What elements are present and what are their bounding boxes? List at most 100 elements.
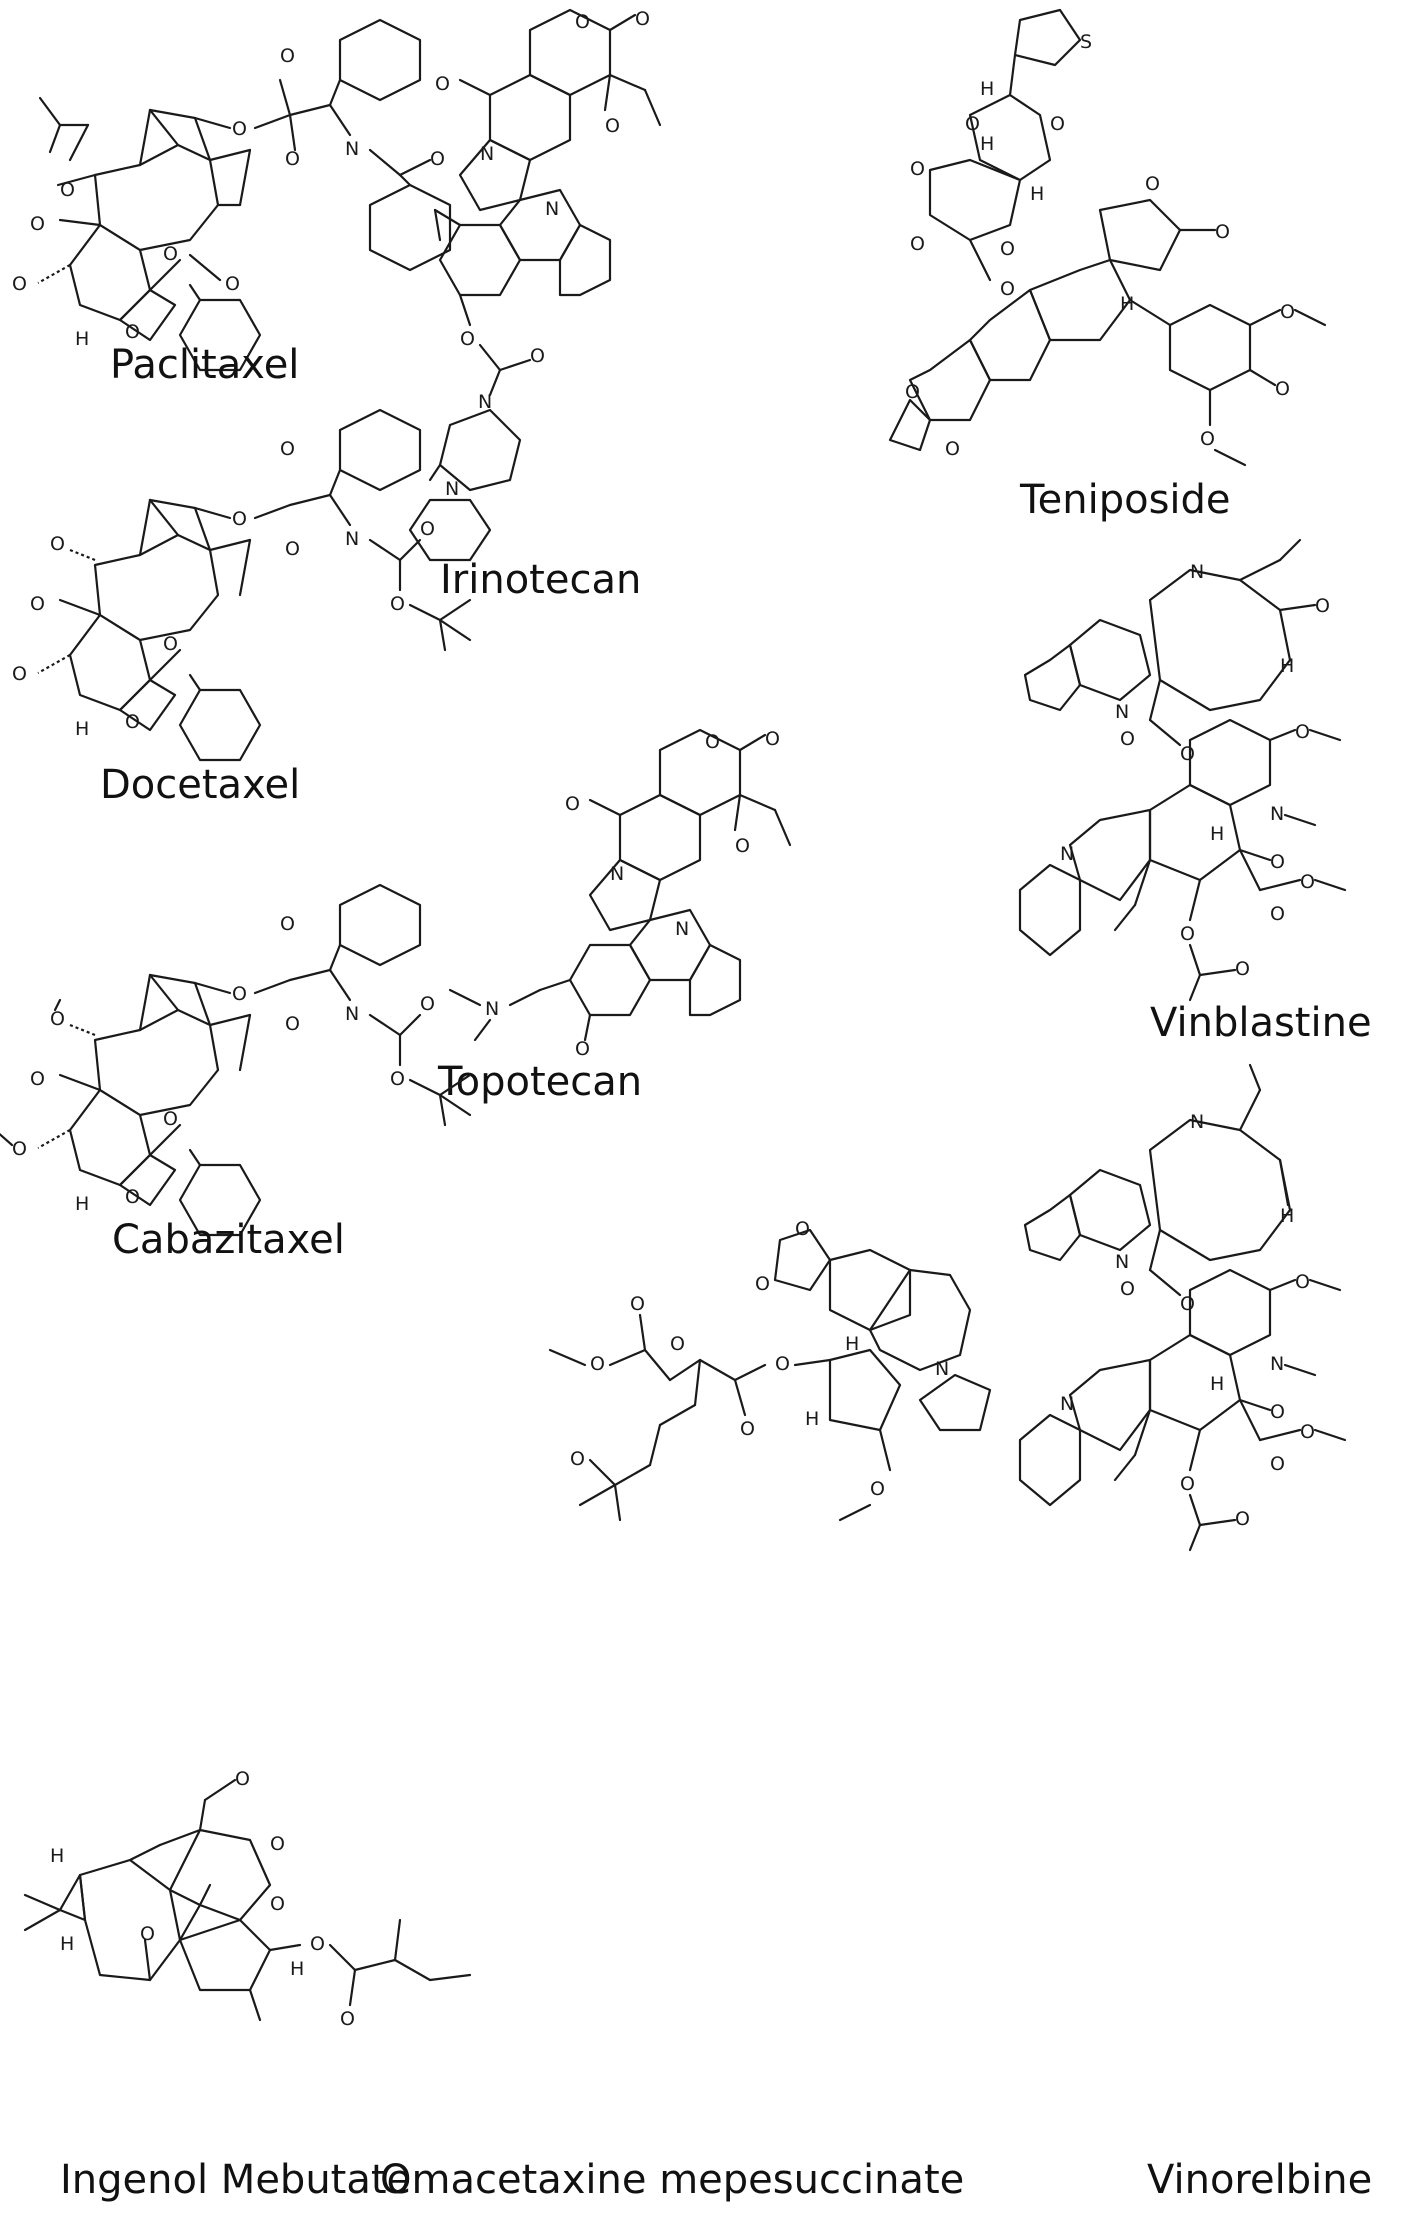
svg-text:O: O xyxy=(285,538,300,560)
svg-text:O: O xyxy=(1235,958,1250,980)
svg-text:O: O xyxy=(635,8,650,30)
svg-text:O: O xyxy=(1215,221,1230,243)
svg-text:O: O xyxy=(1295,1271,1310,1293)
svg-text:H: H xyxy=(805,1408,819,1430)
svg-text:O: O xyxy=(765,728,780,750)
compound-label-vinorelbine: Vinorelbine xyxy=(1147,2157,1373,2203)
svg-text:N: N xyxy=(675,918,689,940)
svg-text:O: O xyxy=(740,1418,755,1440)
svg-text:O: O xyxy=(270,1893,285,1915)
svg-text:H: H xyxy=(75,718,89,740)
svg-text:O: O xyxy=(340,2008,355,2030)
svg-text:O: O xyxy=(910,233,925,255)
svg-text:O: O xyxy=(235,1768,250,1790)
svg-text:N: N xyxy=(478,391,492,413)
svg-text:N: N xyxy=(345,138,359,160)
svg-text:O: O xyxy=(1270,1401,1285,1423)
svg-text:N: N xyxy=(1270,1353,1284,1375)
svg-text:N: N xyxy=(935,1358,949,1380)
svg-text:O: O xyxy=(1300,1421,1315,1443)
svg-text:O: O xyxy=(390,593,405,615)
svg-text:O: O xyxy=(905,381,920,403)
svg-text:H: H xyxy=(60,1933,74,1955)
svg-text:O: O xyxy=(575,11,590,33)
svg-text:O: O xyxy=(163,243,178,265)
svg-text:O: O xyxy=(460,328,475,350)
svg-text:O: O xyxy=(1120,1278,1135,1300)
svg-text:O: O xyxy=(310,1933,325,1955)
svg-text:O: O xyxy=(232,508,247,530)
svg-text:O: O xyxy=(945,438,960,460)
svg-text:O: O xyxy=(1270,1453,1285,1475)
compound-label-omacetaxine-mepesuccinate: Omacetaxine mepesuccinate xyxy=(380,2157,965,2203)
svg-text:H: H xyxy=(1280,1205,1294,1227)
svg-text:O: O xyxy=(280,45,295,67)
teniposide-structure: S H O O O O H H O O O O xyxy=(888,0,1410,470)
svg-text:H: H xyxy=(1210,823,1224,845)
svg-text:N: N xyxy=(480,143,494,165)
svg-text:N: N xyxy=(345,528,359,550)
svg-text:H: H xyxy=(290,1958,304,1980)
svg-text:O: O xyxy=(755,1273,770,1295)
svg-text:N: N xyxy=(445,478,459,500)
svg-text:O: O xyxy=(1180,743,1195,765)
topotecan-structure: O O O O N N O N xyxy=(448,720,880,1060)
svg-text:O: O xyxy=(910,158,925,180)
svg-text:O: O xyxy=(280,913,295,935)
svg-text:O: O xyxy=(1000,278,1015,300)
svg-text:N: N xyxy=(545,198,559,220)
compound-label-vinblastine: Vinblastine xyxy=(1150,1000,1372,1046)
svg-text:N: N xyxy=(1115,1251,1129,1273)
compound-label-teniposide: Teniposide xyxy=(1020,477,1231,523)
svg-text:O: O xyxy=(12,663,27,685)
svg-text:O: O xyxy=(1235,1508,1250,1530)
svg-text:N: N xyxy=(610,863,624,885)
svg-text:O: O xyxy=(420,993,435,1015)
svg-text:O: O xyxy=(1120,728,1135,750)
svg-text:O: O xyxy=(630,1293,645,1315)
svg-text:O: O xyxy=(575,1038,590,1060)
svg-text:H: H xyxy=(1030,183,1044,205)
svg-text:O: O xyxy=(435,73,450,95)
svg-text:O: O xyxy=(735,835,750,857)
svg-text:O: O xyxy=(570,1448,585,1470)
cabazitaxel-structure: O O O O H O O O xyxy=(0,883,480,1237)
svg-text:O: O xyxy=(232,983,247,1005)
svg-text:O: O xyxy=(12,273,27,295)
svg-text:S: S xyxy=(1080,31,1092,53)
svg-text:N: N xyxy=(1115,701,1129,723)
svg-text:O: O xyxy=(1200,428,1215,450)
compound-label-irinotecan: Irinotecan xyxy=(440,557,642,603)
svg-text:O: O xyxy=(1300,871,1315,893)
svg-text:O: O xyxy=(163,633,178,655)
svg-text:O: O xyxy=(270,1833,285,1855)
svg-text:N: N xyxy=(485,998,499,1020)
svg-text:H: H xyxy=(980,133,994,155)
svg-text:N: N xyxy=(1060,1393,1074,1415)
svg-text:H: H xyxy=(980,78,994,100)
svg-text:O: O xyxy=(125,321,140,343)
irinotecan-structure: O O O O N N O O xyxy=(408,0,760,562)
svg-text:O: O xyxy=(285,1013,300,1035)
svg-text:O: O xyxy=(1180,1473,1195,1495)
svg-text:H: H xyxy=(1120,293,1134,315)
svg-text:H: H xyxy=(1280,655,1294,677)
svg-text:O: O xyxy=(30,213,45,235)
svg-text:N: N xyxy=(1270,803,1284,825)
svg-text:O: O xyxy=(1315,595,1330,617)
svg-text:O: O xyxy=(1280,301,1295,323)
svg-text:H: H xyxy=(75,328,89,350)
svg-text:N: N xyxy=(1190,1111,1204,1133)
svg-text:O: O xyxy=(12,1138,27,1160)
svg-text:O: O xyxy=(225,273,240,295)
svg-text:O: O xyxy=(670,1333,685,1355)
svg-text:H: H xyxy=(845,1333,859,1355)
paclitaxel-structure: O O O O H O O xyxy=(0,0,470,372)
svg-text:O: O xyxy=(163,1108,178,1130)
docetaxel-structure: O O O O H O O O O xyxy=(0,408,480,762)
svg-text:O: O xyxy=(965,113,980,135)
svg-text:O: O xyxy=(795,1218,810,1240)
svg-text:O: O xyxy=(50,1008,65,1030)
compound-label-docetaxel: Docetaxel xyxy=(100,762,301,808)
svg-text:O: O xyxy=(1270,851,1285,873)
